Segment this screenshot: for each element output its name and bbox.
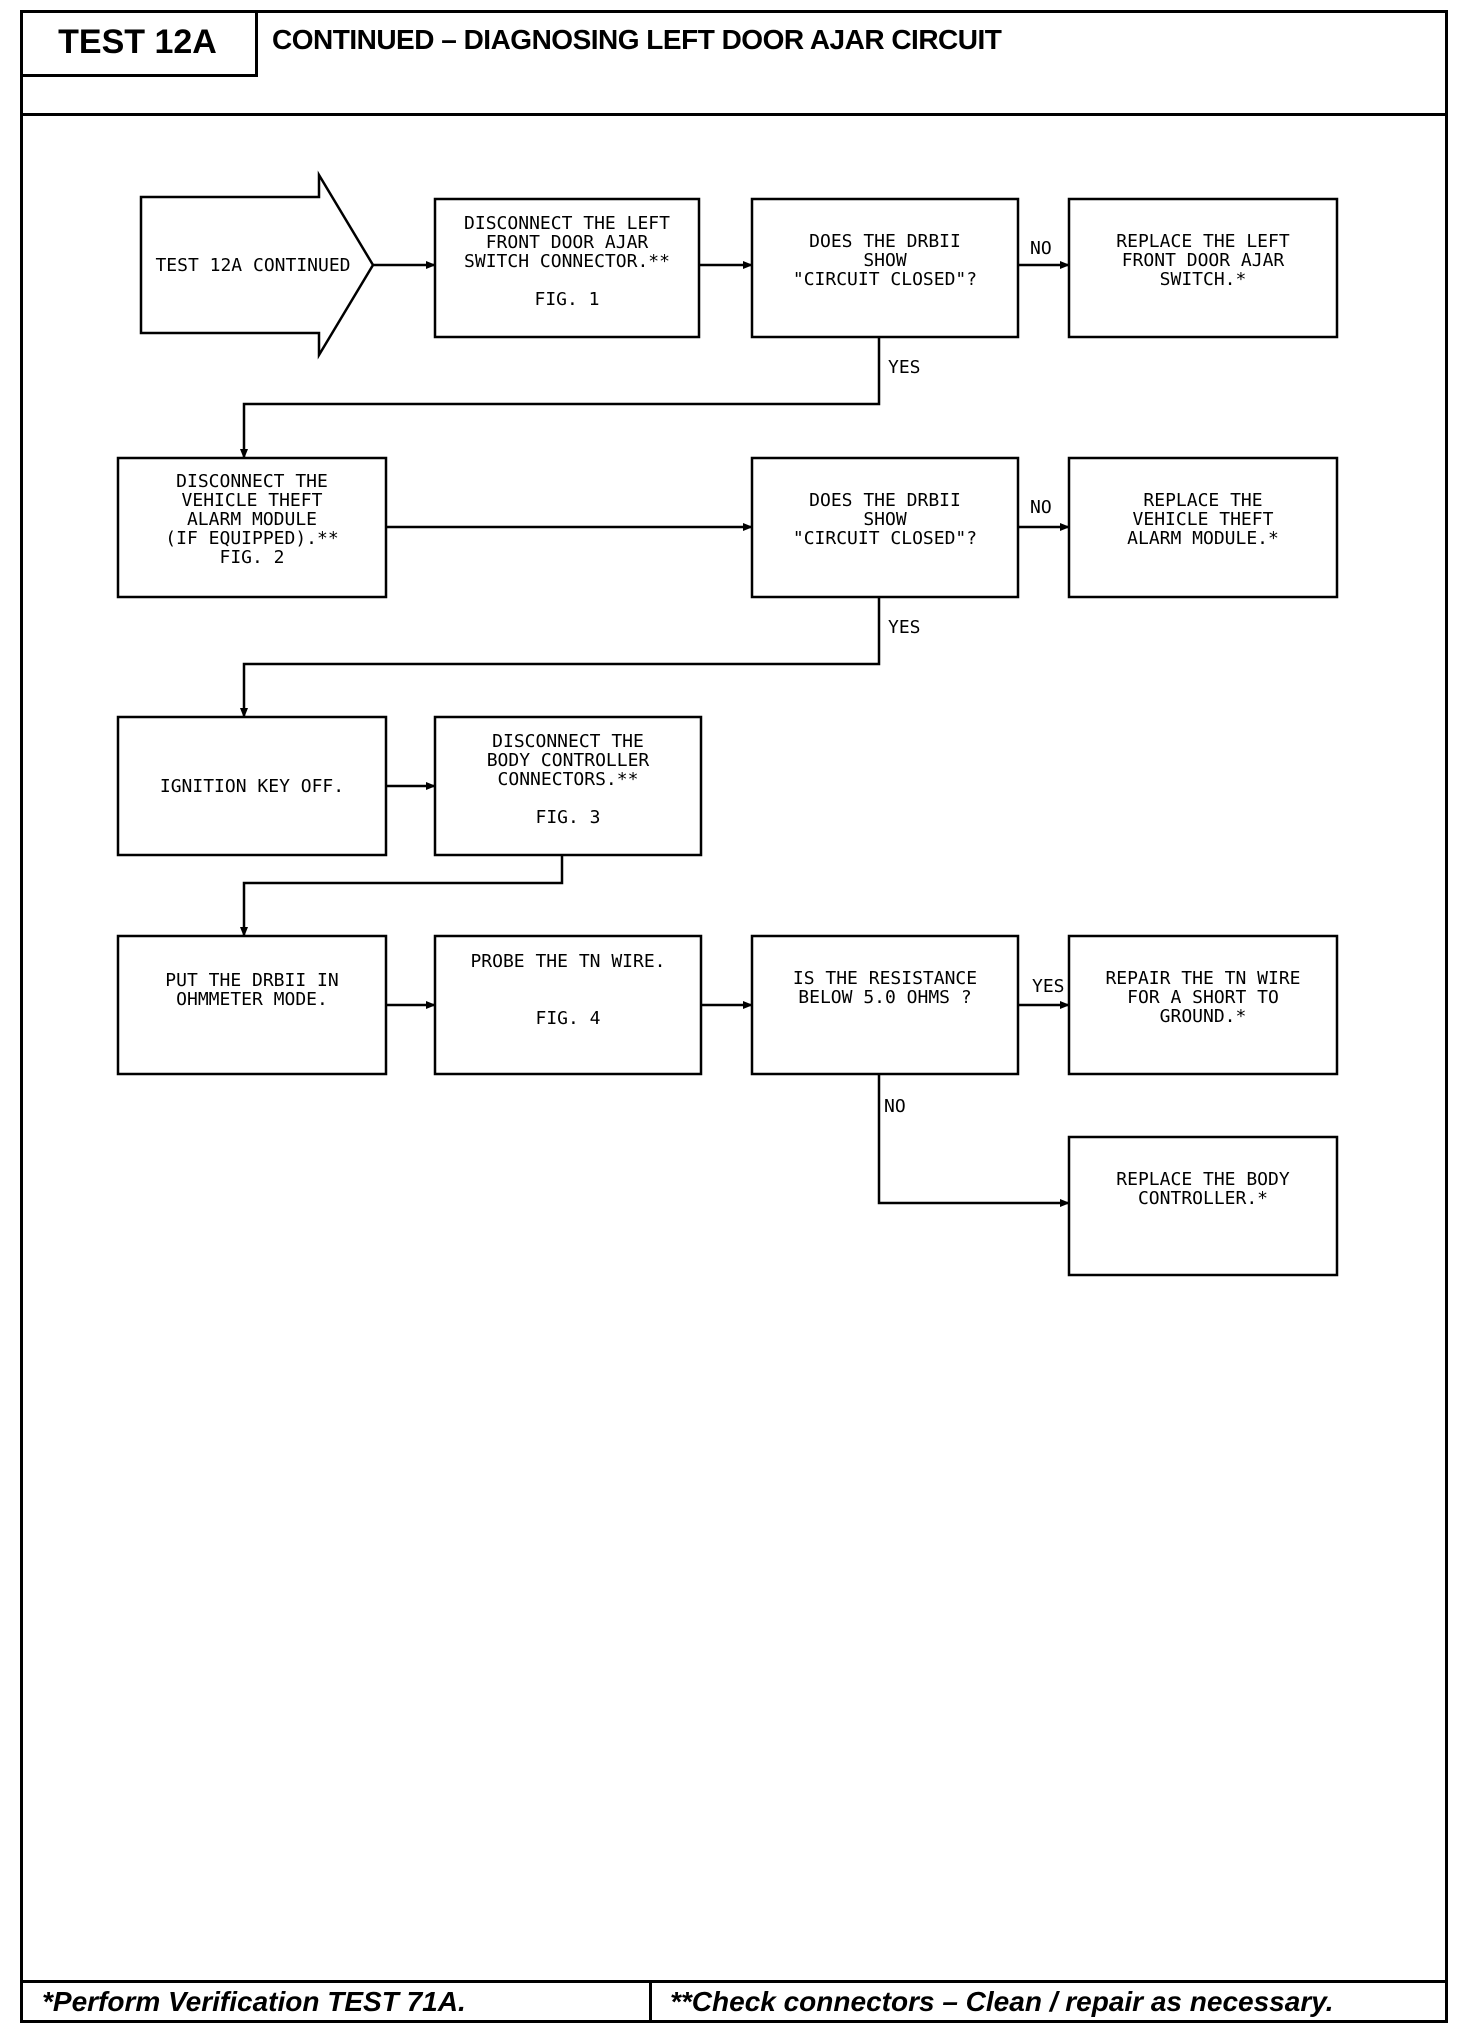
node-text-line: FIG. 4: [535, 1008, 600, 1029]
node-text-line: IS THE RESISTANCE: [793, 968, 977, 989]
box-outline: [750, 456, 1020, 599]
node-text-line: FIG. 1: [534, 289, 599, 310]
test-id-label: TEST 12A: [20, 10, 258, 77]
edge-check-closed-1-to-disconnect-alarm: YES: [240, 337, 921, 459]
box-outline: [433, 934, 703, 1076]
node-text-line: PROBE THE TN WIRE.: [470, 951, 665, 972]
node-text-line: VEHICLE THEFT: [1133, 509, 1274, 530]
node-text-line: BELOW 5.0 OHMS ?: [798, 987, 971, 1008]
edge-check-resistance-to-replace-body: NO: [877, 1074, 1070, 1207]
edge-check-closed-2-to-replace-alarm: NO: [1018, 497, 1070, 531]
node-text-line: GROUND.*: [1160, 1006, 1247, 1027]
node-probe-tn: PROBE THE TN WIRE. FIG. 4: [433, 934, 703, 1076]
connector-line: [240, 597, 881, 718]
node-text-line: FOR A SHORT TO: [1127, 987, 1279, 1008]
edge-label-no: NO: [1030, 497, 1052, 518]
node-text-line: DISCONNECT THE: [492, 731, 644, 752]
node-text-line: PUT THE DRBII IN: [165, 970, 338, 991]
node-text-line: "CIRCUIT CLOSED"?: [793, 269, 977, 290]
edge-label-yes: YES: [888, 617, 921, 638]
node-text-line: FIG. 3: [535, 807, 600, 828]
footer-note-connectors: **Check connectors – Clean / repair as n…: [670, 1985, 1334, 2017]
node-text-line: ALARM MODULE: [187, 509, 317, 530]
footer-band: [20, 1980, 1448, 2023]
node-text-line: ALARM MODULE.*: [1127, 528, 1279, 549]
node-text-line: CONTROLLER.*: [1138, 1188, 1268, 1209]
page-title: CONTINUED – DIAGNOSING LEFT DOOR AJAR CI…: [272, 24, 1002, 55]
edge-label-yes: YES: [888, 357, 921, 378]
connector-line: [240, 855, 564, 937]
node-text-line: "CIRCUIT CLOSED"?: [793, 528, 977, 549]
node-ignition-off: IGNITION KEY OFF.: [116, 715, 388, 857]
node-text-line: FRONT DOOR AJAR: [1122, 250, 1285, 271]
node-text-line: IGNITION KEY OFF.: [160, 776, 344, 797]
box-outline: [1067, 197, 1339, 339]
edge-check-resistance-to-repair-tn: YES: [1018, 976, 1070, 1009]
connector-line: [877, 1074, 1070, 1207]
node-text-line: SHOW: [863, 509, 907, 530]
box-outline: [433, 715, 703, 857]
node-start: TEST 12A CONTINUED: [139, 170, 375, 360]
box-outline: [750, 934, 1020, 1076]
node-text-line: (IF EQUIPPED).**: [165, 528, 338, 549]
node-text-line: OHMMETER MODE.: [176, 989, 328, 1010]
edge-check-closed-1-to-replace-switch: NO: [1018, 238, 1070, 269]
box-outline: [116, 934, 388, 1076]
edge-check-closed-2-to-ignition-off: YES: [240, 597, 921, 718]
node-text-line: FIG. 2: [219, 547, 284, 568]
node-text-line: REPAIR THE TN WIRE: [1105, 968, 1300, 989]
node-text-line: REPLACE THE BODY: [1116, 1169, 1290, 1190]
node-text-line: VEHICLE THEFT: [182, 490, 323, 511]
header-band: [20, 10, 1448, 116]
node-text-line: SWITCH CONNECTOR.**: [464, 251, 670, 272]
node-text-line: REPLACE THE LEFT: [1116, 231, 1290, 252]
box-outline: [750, 197, 1020, 339]
box-outline: [116, 715, 388, 857]
node-text-line: SWITCH.*: [1160, 269, 1247, 290]
node-text-line: CONNECTORS.**: [498, 769, 639, 790]
edge-label-no: NO: [1030, 238, 1052, 259]
node-text-line: DISCONNECT THE LEFT: [464, 213, 670, 234]
footer-note-verification: *Perform Verification TEST 71A.: [22, 1980, 652, 2023]
node-text-line: BODY CONTROLLER: [487, 750, 650, 771]
node-text-line: DOES THE DRBII: [809, 490, 961, 511]
box-outline: [116, 456, 388, 599]
start-arrow-shape: [139, 170, 375, 360]
box-outline: [433, 197, 701, 339]
node-text-line: SHOW: [863, 250, 907, 271]
box-outline: [1067, 456, 1339, 599]
node-text-line: TEST 12A CONTINUED: [155, 255, 350, 276]
edge-disconnect-body-to-ohmmeter-mode: [240, 855, 564, 937]
box-outline: [1067, 1135, 1339, 1277]
edge-label-yes: YES: [1032, 976, 1065, 997]
connector-line: [240, 337, 881, 459]
node-text-line: DISCONNECT THE: [176, 471, 328, 492]
box-outline: [1067, 934, 1339, 1076]
page-frame: [20, 10, 1448, 2023]
node-text-line: DOES THE DRBII: [809, 231, 961, 252]
node-text-line: REPLACE THE: [1143, 490, 1262, 511]
node-text-line: FRONT DOOR AJAR: [486, 232, 649, 253]
flowchart-edges: NO YES NO YES YES NO: [240, 238, 1070, 1207]
edge-label-no: NO: [884, 1096, 906, 1117]
